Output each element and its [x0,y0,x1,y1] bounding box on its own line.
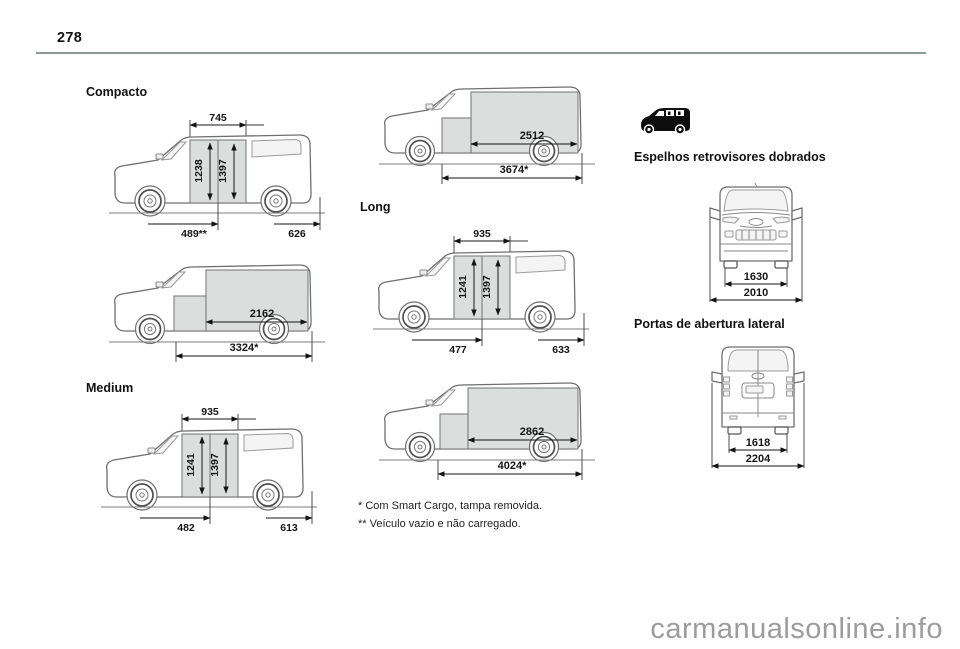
dimension-door-heights: 1238 1397 [193,142,237,201]
left-taillight [723,376,730,383]
dimension-load-length: 2162 [205,308,308,325]
dimension-load-length: 2512 [470,130,578,147]
dimension-label: 1397 [481,275,493,299]
dimension-label: 1397 [209,453,221,477]
dimension-inner-width: 1630 [724,268,788,287]
footnote-smart-cargo: * Com Smart Cargo, tampa removida. [358,500,543,512]
van-front-outline [709,182,803,302]
diagram-front-view-widths: 1630 2010 [709,182,803,303]
dimension-label: 1630 [744,271,768,283]
brand-emblem [748,218,764,226]
dimension-label: 613 [280,522,298,534]
van-side-outline [379,86,595,167]
dimension-label: 2862 [520,426,544,438]
dimension-label: 1397 [217,159,229,183]
diagram-compacto-side-door: 745 1238 1397 489** 626 [109,112,325,240]
section-label-long: Long [360,200,391,214]
left-mirror [711,371,723,384]
dimension-door-width: 745 [189,112,264,137]
dimension-door-heights: 1241 1397 [185,436,229,495]
brand-emblem [751,372,765,380]
left-mirror [709,207,721,221]
left-fog-light [724,230,734,238]
dimension-overall-width: 2204 [711,453,805,469]
van-side-outline [379,382,595,463]
header-rule [36,52,926,54]
diagram-medium-side-door: 935 1241 1397 482 613 [101,406,317,534]
dimension-inner-width: 1618 [728,434,788,453]
dimension-door-width: 935 [453,228,528,253]
dimension-label: 935 [473,228,491,240]
dimension-floor-length: 3324* [175,331,313,362]
dimension-label: 2010 [744,287,768,299]
right-headlight [772,216,790,224]
diagram-medium-cargo-length: 2512 3674* [379,86,595,184]
section-label-side-doors: Portas de abertura lateral [634,317,785,331]
dimension-label: 3324* [230,342,259,354]
footnote-empty-vehicle: ** Veículo vazio e não carregado. [358,518,521,530]
dimension-floor-length: 4024* [437,449,583,480]
section-label-compacto: Compacto [86,85,148,99]
dimension-label: 2512 [520,130,544,142]
dimension-label: 935 [201,406,219,418]
dimension-label: 477 [449,344,467,356]
left-headlight [722,216,740,224]
right-taillight [786,376,793,383]
watermark: carmanualsonline.info [650,613,943,645]
dimension-label: 1241 [457,275,469,299]
license-recess [741,382,775,399]
dimension-bottom-offsets: 477 633 [412,313,585,356]
door-lower-panel [441,117,472,154]
diagram-long-cargo-length: 2862 4024* [379,382,595,480]
license-plate [745,385,764,394]
dimension-label: 1618 [746,437,770,449]
right-mirror [791,207,803,221]
right-fog-light [778,230,788,238]
dimension-label: 626 [288,228,306,240]
dimension-label: 3674* [500,164,529,176]
dimension-label: 482 [177,522,195,534]
dimension-label: 489** [181,228,208,240]
section-label-mirrors-folded: Espelhos retrovisores dobrados [634,150,826,164]
diagram-long-side-door: 935 1241 1397 477 633 [373,228,589,356]
diagram-compacto-cargo-length: 2162 3324* [109,264,325,362]
dimension-label: 1238 [193,159,205,183]
door-lower-panel [439,413,469,450]
dimension-bottom-offsets: 489** 626 [148,197,321,240]
dimension-door-heights: 1241 1397 [457,258,501,317]
dimension-label: 2204 [746,453,771,465]
van-side-outline [109,264,325,345]
dimension-load-length: 2862 [467,426,578,443]
dimension-label: 1241 [185,453,197,477]
dimension-label: 2162 [250,308,274,320]
page-number: 278 [57,30,83,46]
dimension-floor-length: 3674* [441,153,583,184]
door-lower-panel [173,295,207,332]
dimension-label: 745 [209,112,227,124]
dimension-overall-width: 2010 [709,287,803,303]
dimension-door-width: 935 [181,406,256,431]
dimension-label: 633 [552,344,570,356]
dimension-label: 4024* [498,460,527,472]
van-rear-outline [711,346,805,468]
section-label-medium: Medium [86,381,134,395]
folded-mirrors-van-icon [641,108,690,135]
right-mirror [793,371,805,384]
diagram-rear-view-widths: 1618 2204 [711,346,805,469]
dimension-bottom-offsets: 482 613 [140,491,313,534]
